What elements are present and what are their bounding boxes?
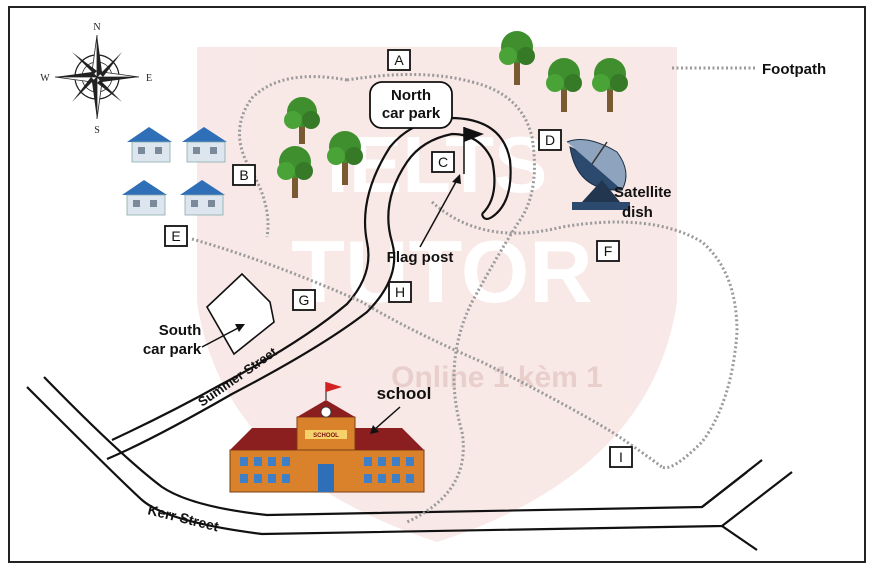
compass-s: S xyxy=(94,125,100,136)
south-car-park-label-2: car park xyxy=(143,341,202,358)
north-car-park-label-2: car park xyxy=(382,105,441,122)
satellite-label-2: dish xyxy=(622,204,653,221)
watermark-line2: TUTOR xyxy=(291,222,592,321)
svg-text:A: A xyxy=(394,52,404,68)
house-icon xyxy=(182,127,227,163)
svg-text:F: F xyxy=(604,243,613,259)
marker-e: E xyxy=(164,225,188,247)
tree-icon xyxy=(546,58,582,112)
south-car-park-arrow xyxy=(201,326,241,348)
school-sign: SCHOOL xyxy=(313,433,339,439)
marker-d: D xyxy=(538,129,562,151)
marker-i: I xyxy=(609,446,633,468)
watermark-line3: Online 1 kèm 1 xyxy=(391,361,603,394)
svg-text:B: B xyxy=(239,167,248,183)
marker-f: F xyxy=(596,240,620,262)
svg-text:D: D xyxy=(545,132,555,148)
marker-c: C xyxy=(431,151,455,173)
school-label: school xyxy=(377,384,432,403)
house-icon xyxy=(180,180,225,216)
flag-post-arrow xyxy=(419,179,458,248)
tree-icon xyxy=(327,131,363,185)
svg-text:H: H xyxy=(395,284,405,300)
legend-footpath-label: Footpath xyxy=(762,61,826,78)
compass-w: W xyxy=(40,73,50,84)
house-icon xyxy=(122,180,167,216)
marker-g: G xyxy=(292,289,316,311)
map-frame: IELTS TUTOR Online 1 kèm 1 Footpath xyxy=(8,6,866,563)
svg-text:I: I xyxy=(619,449,623,465)
compass-e: E xyxy=(146,73,152,84)
marker-a: A xyxy=(387,49,411,71)
kerr-street xyxy=(26,376,793,551)
north-car-park-box xyxy=(369,81,453,129)
svg-text:C: C xyxy=(438,154,448,170)
north-car-park-label-1: North xyxy=(391,87,431,104)
houses xyxy=(122,127,227,216)
flag-post-label: Flag post xyxy=(387,249,454,266)
tree-icon xyxy=(499,31,535,85)
footpaths xyxy=(191,66,757,524)
svg-text:G: G xyxy=(299,292,310,308)
flag-icon xyxy=(463,127,484,174)
map-canvas: IELTS TUTOR Online 1 kèm 1 Footpath xyxy=(26,22,826,551)
tree-icon xyxy=(284,97,320,144)
house-icon xyxy=(127,127,172,163)
summer-street xyxy=(106,116,512,461)
compass-n: N xyxy=(93,22,100,33)
marker-b: B xyxy=(232,164,256,186)
marker-h: H xyxy=(388,281,412,303)
satellite-dish-icon xyxy=(566,139,630,210)
south-car-park-label-1: South xyxy=(159,322,202,339)
svg-text:E: E xyxy=(171,228,180,244)
compass-icon: N S E W xyxy=(40,22,152,136)
tree-icon xyxy=(592,58,628,112)
south-car-park-area xyxy=(205,272,275,356)
tree-icon xyxy=(277,146,313,198)
trees xyxy=(277,31,628,198)
satellite-label-1: Satellite xyxy=(614,184,672,201)
school-arrow xyxy=(373,406,401,431)
school-building-icon xyxy=(229,382,425,493)
